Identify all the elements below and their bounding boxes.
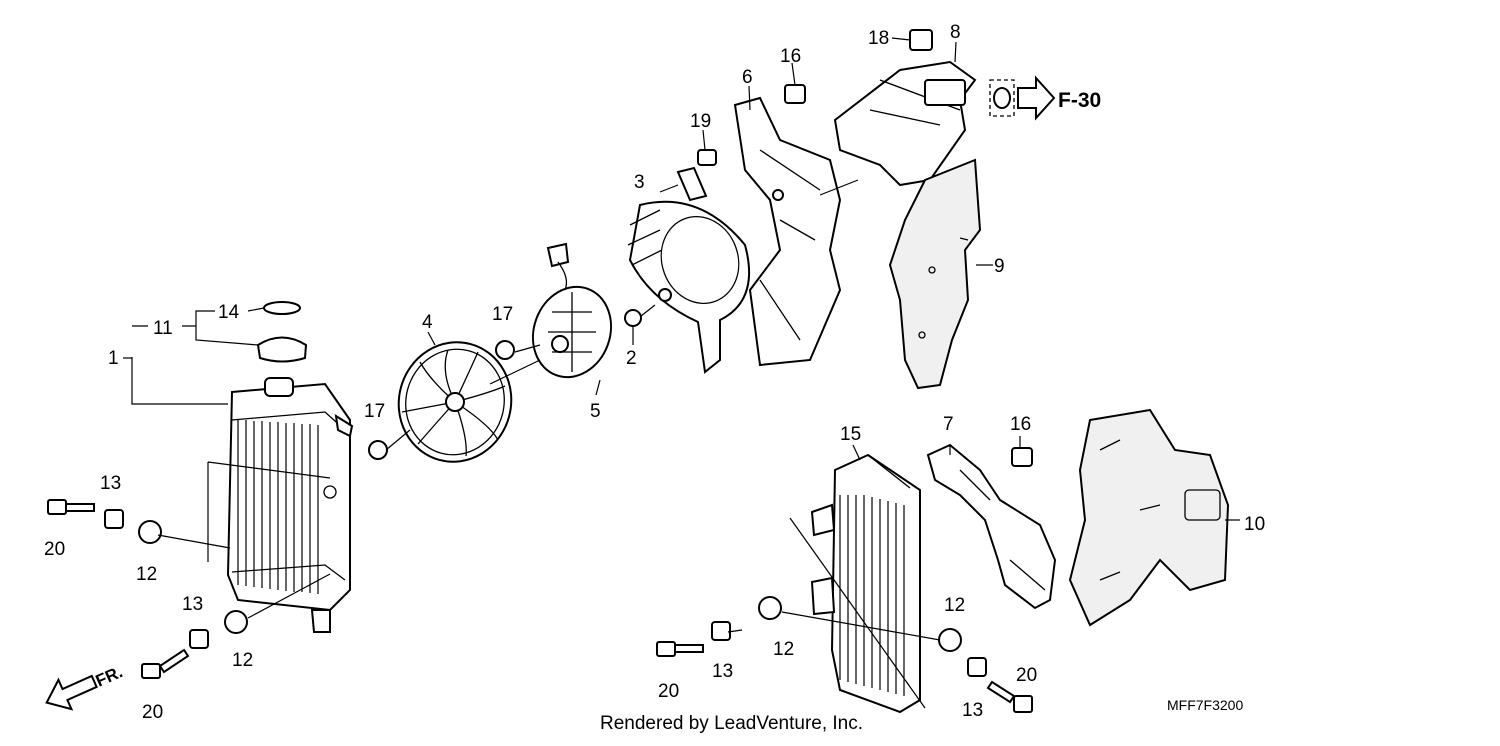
reference-label: F-30 — [1058, 89, 1101, 112]
callout-3: 3 — [634, 172, 645, 193]
fan-motor — [531, 242, 613, 379]
callout-2: 2 — [626, 348, 637, 369]
front-arrow-label: FR. — [93, 662, 126, 690]
callout-4: 4 — [422, 312, 433, 333]
callout-labels: 1 2 3 4 5 6 7 8 9 10 11 12 12 12 12 13 1… — [44, 22, 1265, 723]
front-direction: FR. — [45, 662, 126, 711]
left-radiator — [226, 377, 354, 633]
callout-1: 1 — [108, 348, 119, 369]
insulator-10 — [1068, 408, 1230, 627]
callout-11: 11 — [153, 318, 173, 339]
credit-text: Rendered by LeadVenture, Inc. — [600, 713, 863, 734]
callout-20-left-lower: 20 — [142, 702, 163, 723]
callout-19: 19 — [690, 111, 711, 132]
callout-20-right-rear: 20 — [1016, 665, 1037, 686]
callout-5: 5 — [590, 401, 601, 422]
callout-17-motor: 17 — [492, 304, 513, 325]
callout-20-left-upper: 20 — [44, 539, 65, 560]
callout-20-right-front: 20 — [658, 681, 679, 702]
radiator-bracket — [926, 443, 1057, 610]
callout-13-left-lower: 13 — [182, 594, 203, 615]
fan-bracket — [733, 96, 842, 367]
f30-reference: F-30 — [989, 75, 1101, 121]
callout-8: 8 — [950, 22, 961, 43]
callout-14: 14 — [218, 302, 240, 323]
insulator-9 — [888, 158, 982, 390]
callout-12-right-rear: 12 — [944, 595, 965, 616]
radiator-cap — [256, 301, 308, 363]
callout-16-top: 16 — [780, 46, 801, 67]
air-guide — [833, 60, 977, 187]
callout-12-left-lower: 12 — [232, 650, 253, 671]
callout-12-left-upper: 12 — [136, 564, 157, 585]
callout-16-right: 16 — [1010, 414, 1031, 435]
callout-12-right-front: 12 — [773, 639, 794, 660]
cooling-fan — [397, 341, 513, 463]
callout-9: 9 — [994, 256, 1005, 277]
callout-18: 18 — [868, 28, 889, 49]
callout-10: 10 — [1244, 514, 1265, 535]
callout-15: 15 — [840, 424, 861, 445]
callout-13-right-rear: 13 — [962, 700, 983, 721]
callout-7: 7 — [943, 414, 954, 435]
reference-arrow-icon — [1017, 75, 1056, 121]
right-radiator — [810, 453, 921, 714]
callout-13-right-front: 13 — [712, 661, 733, 682]
hardware — [47, 29, 1033, 713]
callout-17-fan: 17 — [364, 401, 385, 422]
front-arrow-icon — [45, 674, 98, 711]
callout-6: 6 — [742, 67, 753, 88]
leader-lines — [123, 37, 1240, 641]
diagram-code: MFF7F3200 — [1167, 697, 1243, 713]
callout-13-left-upper: 13 — [100, 473, 121, 494]
fan-shroud — [627, 166, 751, 374]
